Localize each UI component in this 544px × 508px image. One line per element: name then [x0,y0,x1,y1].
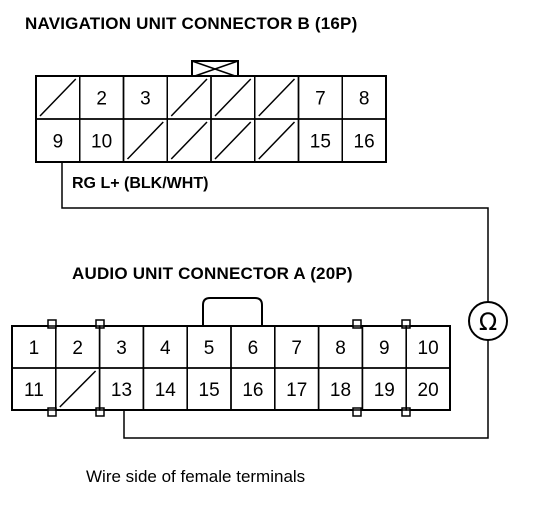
wire-label: RG L+ (BLK/WHT) [72,175,209,192]
nav-pin-number: 15 [310,132,331,153]
nav-pin-number: 3 [140,89,151,110]
audio-connector-tab [47,407,57,417]
diagram-caption: Wire side of female terminals [86,467,306,486]
nav-pin-number: 8 [359,89,370,110]
audio-pin-number: 11 [24,380,44,401]
audio-pin-number: 3 [116,338,127,359]
nav-pin-number: 16 [354,132,375,153]
audio-pin-number: 2 [72,338,83,359]
audio-pin-number: 20 [418,380,439,401]
audio-pin-number: 5 [204,338,215,359]
audio-pin-number: 14 [155,380,177,401]
ohmmeter-symbol: Ω [468,301,508,341]
nav-pin-number: 10 [91,132,112,153]
nav-empty-pin-slash [39,78,77,117]
nav-pin-number: 9 [53,132,64,153]
ohm-icon: Ω [479,308,497,336]
nav-empty-pin-slash [126,121,164,160]
audio-pin-number: 19 [374,380,395,401]
audio-pin-cell [405,367,451,411]
nav-pin-number: 7 [315,89,326,110]
audio-pin-number: 15 [199,380,220,401]
nav-empty-pin-slash [214,78,252,117]
audio-pin-number: 13 [111,380,132,401]
audio-connector: 1 2 3 4 5 6 7 8 9 10 11 13 14 15 16 17 18 19 20 [11,297,451,417]
nav-empty-pin-slash [170,78,208,117]
audio-pin-number: 6 [248,338,259,359]
nav-empty-pin-slash [170,121,208,160]
audio-pin-number: 9 [379,338,390,359]
audio-empty-pin-slash [59,370,97,408]
audio-pin-number: 8 [335,338,346,359]
audio-pin-number: 1 [29,338,40,359]
audio-pin-number: 16 [242,380,263,401]
nav-pin-number: 2 [96,89,107,110]
audio-connector-tab [47,319,57,329]
audio-connector-tab [352,319,362,329]
audio-connector-tab [352,407,362,417]
nav-connector-title: NAVIGATION UNIT CONNECTOR B (16P) [25,14,358,33]
nav-empty-pin-slash [258,78,296,117]
nav-connector: 2 3 7 8 9 10 15 16 [35,60,387,163]
audio-pin-number: 17 [286,380,307,401]
nav-pin-cell [341,118,387,163]
audio-pin-number: 18 [330,380,351,401]
audio-pin-number: 4 [160,338,171,359]
nav-empty-pin-slash [214,121,252,160]
audio-pin-number: 7 [291,338,302,359]
audio-pin-number: 10 [418,338,439,359]
nav-empty-pin-slash [258,121,296,160]
audio-connector-title: AUDIO UNIT CONNECTOR A (20P) [72,264,353,283]
test-wire [61,162,489,439]
